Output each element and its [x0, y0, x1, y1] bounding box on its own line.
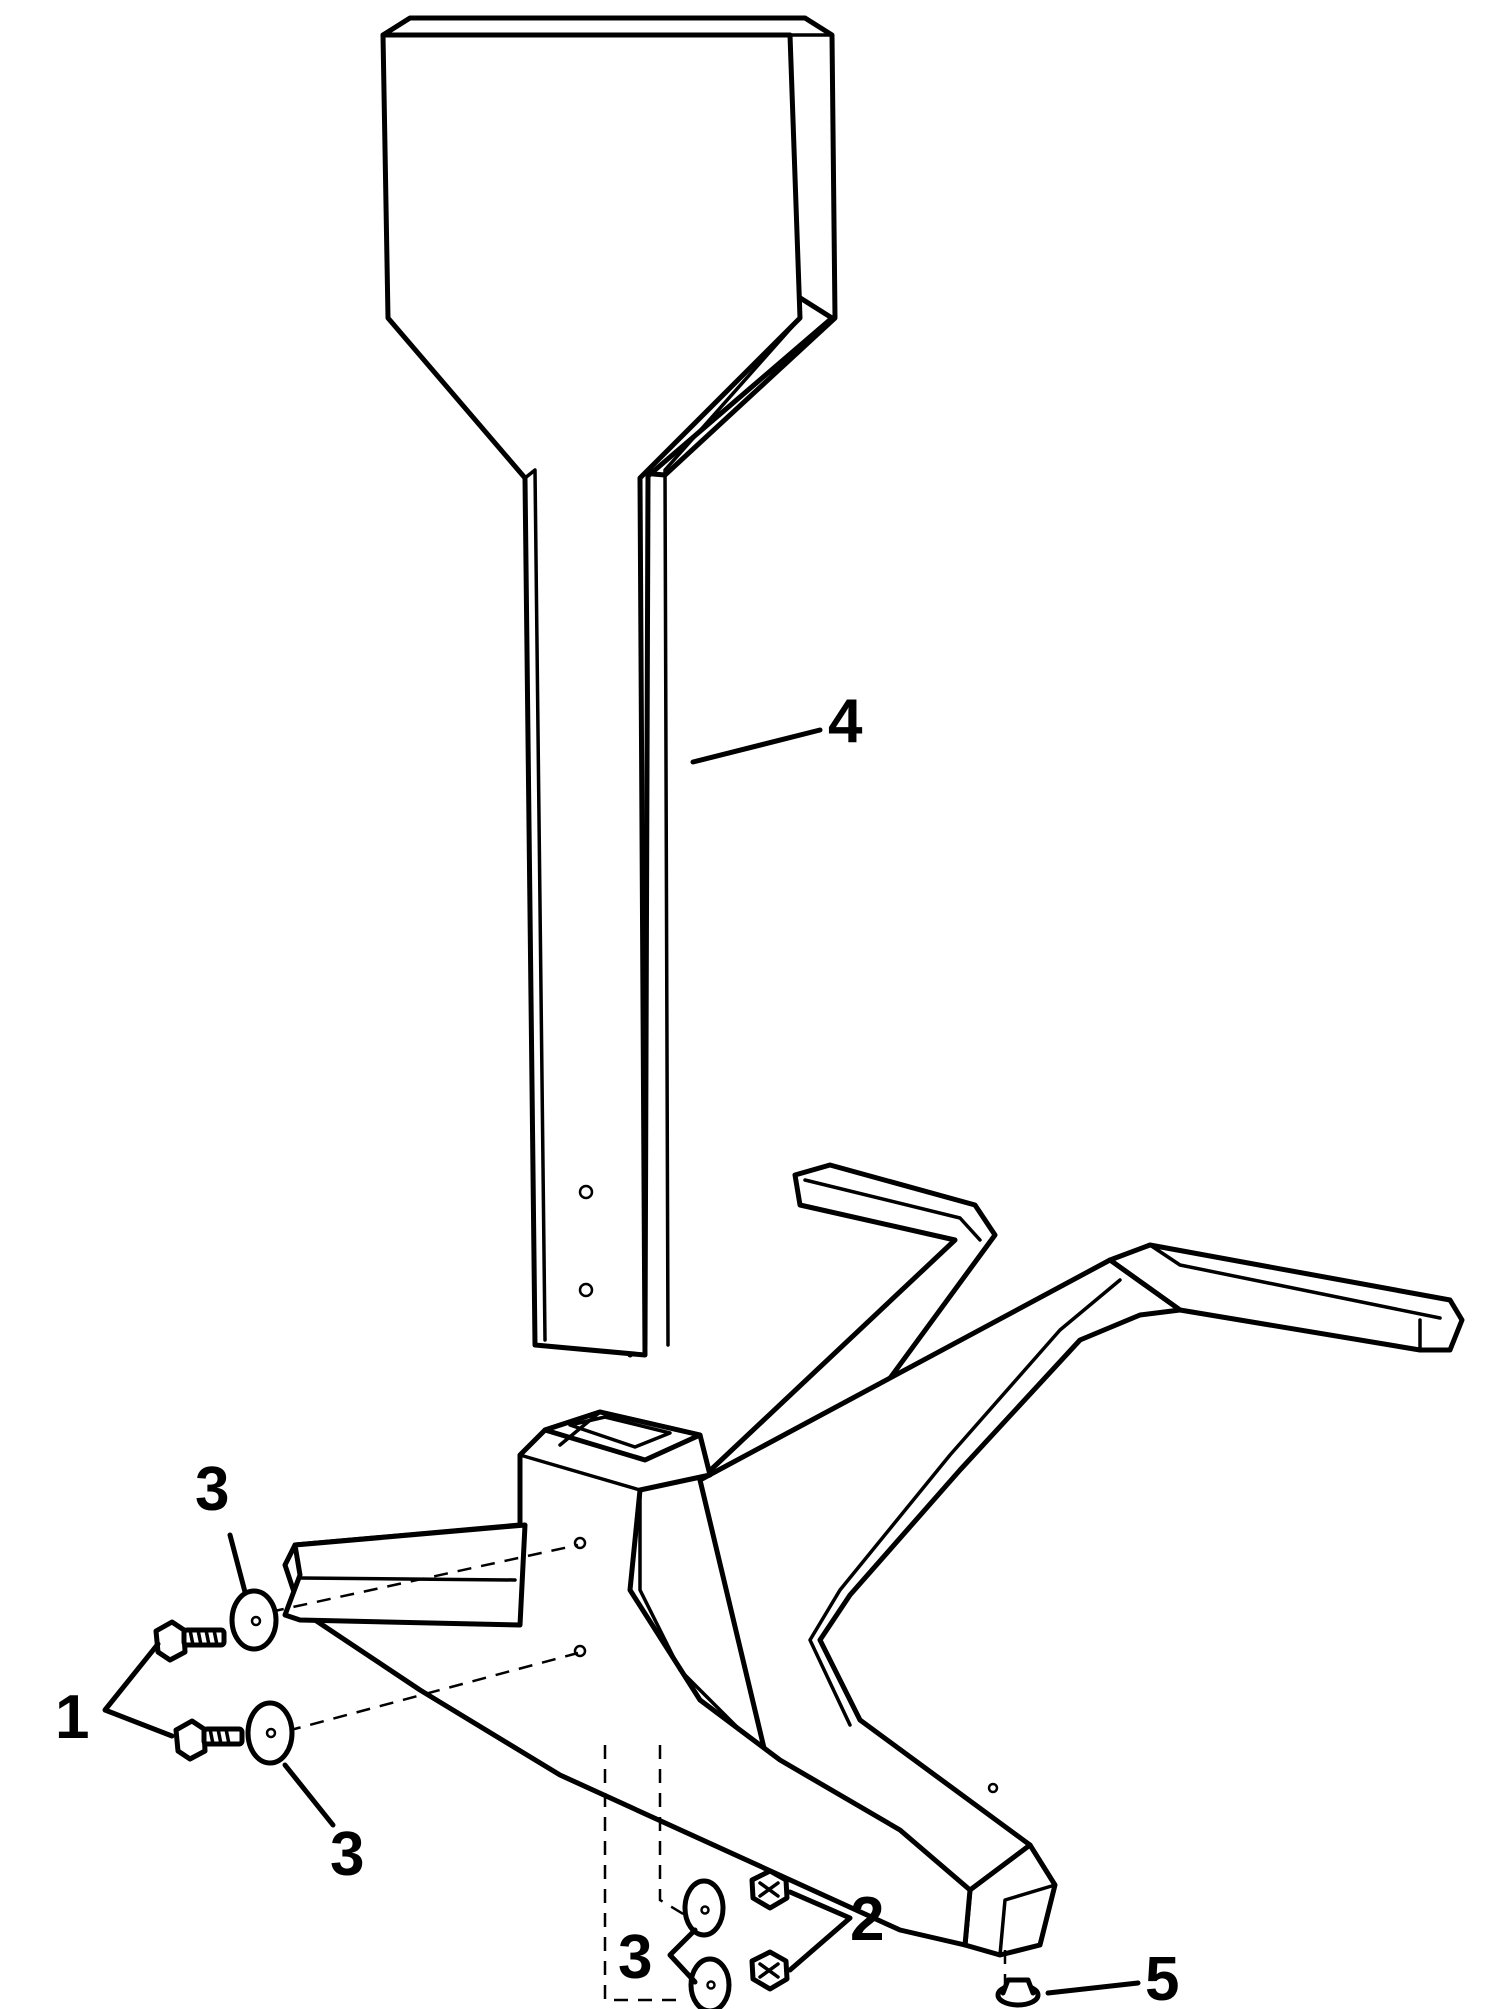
part-4-column	[380, 15, 838, 1358]
part-3-washer-lower	[245, 1700, 295, 1766]
leader-lines	[102, 727, 1141, 1996]
assembly-lines	[269, 1543, 1007, 2002]
base-frame	[282, 1162, 1465, 1958]
callout-3-top: 3	[195, 1455, 229, 1524]
part-2-nut-lower	[749, 1949, 790, 1992]
callouts: 4 3 1 3 3 2 5	[55, 687, 1179, 2009]
part-1-bolt-upper	[153, 1619, 227, 1663]
callout-1: 1	[55, 1683, 89, 1752]
callout-3-bottom: 3	[618, 1923, 652, 1992]
callout-2: 2	[850, 1885, 884, 1954]
hardware	[153, 1588, 1041, 2009]
part-1-bolt-lower	[173, 1718, 245, 1762]
callout-3-left: 3	[330, 1820, 364, 1889]
callout-4: 4	[828, 687, 863, 756]
part-3-washer-bottom-upper	[682, 1878, 726, 1938]
callout-5: 5	[1145, 1945, 1179, 2009]
part-2-nut-upper	[749, 1868, 790, 1911]
part-3-washer-bottom-lower	[688, 1956, 732, 2009]
part-3-washer-upper	[229, 1588, 279, 1652]
part-5-foot-pad	[995, 1977, 1041, 2008]
